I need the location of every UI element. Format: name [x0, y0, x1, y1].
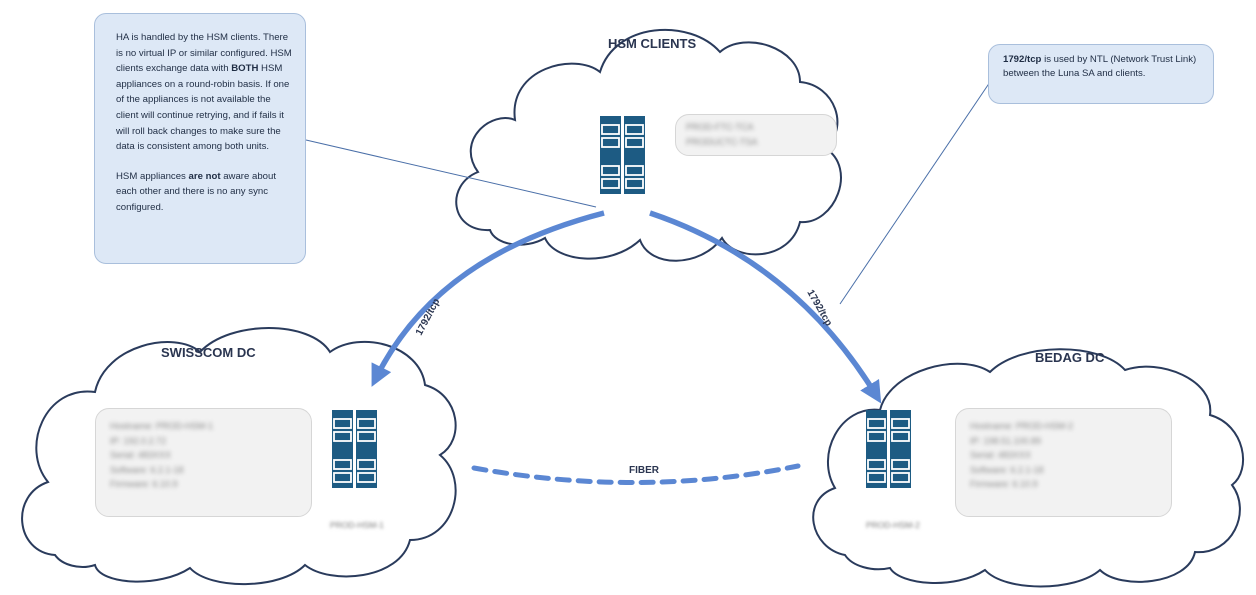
- swisscom-appliance-label: PROD-HSM-1: [330, 520, 384, 530]
- hsm-clients-info-box: PROD-FTC-TCA PRODUCTC-TSA: [675, 114, 837, 156]
- ha-note-callout-line: [305, 139, 597, 208]
- ntl-port-note: 1792/tcp is used by NTL (Network Trust L…: [988, 44, 1214, 104]
- hsm-clients-cloud: [455, 28, 842, 262]
- swisscom-info-line: Firmware: 6.10.9: [110, 479, 178, 489]
- bedag-info-line: IP: 198.51.100.89: [970, 435, 1042, 446]
- port-note-callout-line: [839, 81, 991, 305]
- swisscom-info-line: IP: 192.0.2.72: [110, 435, 167, 446]
- bedag-appliance-label: PROD-HSM-2: [866, 520, 920, 530]
- bedag-dc-title: BEDAG DC: [1035, 350, 1105, 365]
- bedag-info-line: Firmware: 6.10.9: [970, 479, 1038, 489]
- bedag-hsm-info-box: Hostname: PROD-HSM-2 IP: 198.51.100.89 S…: [955, 408, 1172, 517]
- fiber-link: [471, 463, 801, 486]
- swisscom-dc-title: SWISSCOM DC: [161, 345, 256, 360]
- swisscom-info-line: Serial: 483XXX: [110, 450, 172, 460]
- ha-explanation-note: HA is handled by the HSM clients. There …: [94, 13, 306, 264]
- bedag-info-line: Serial: 483XXX: [970, 450, 1032, 460]
- swisscom-info-line: Software: 6.2.1-18: [110, 464, 184, 475]
- hsm-clients-info-line: PRODUCTC-TSA: [686, 136, 758, 147]
- fiber-link-label: FIBER: [629, 465, 660, 476]
- bedag-info-line: Hostname: PROD-HSM-2: [970, 421, 1074, 431]
- swisscom-hsm-info-box: Hostname: PROD-HSM-1 IP: 192.0.2.72 Seri…: [95, 408, 312, 517]
- link-clients-to-bedag: [649, 210, 882, 404]
- bedag-info-line: Software: 6.2.1-18: [970, 464, 1044, 475]
- hsm-clients-info-line: PROD-FTC-TCA: [686, 122, 754, 132]
- link-clients-to-swisscom: [371, 210, 605, 387]
- ha-note-paragraph-1: HA is handled by the HSM clients. There …: [116, 32, 292, 153]
- swisscom-info-line: Hostname: PROD-HSM-1: [110, 421, 214, 431]
- hsm-clients-title: HSM CLIENTS: [608, 36, 697, 51]
- ha-note-paragraph-2: HSM appliances are not aware about each …: [116, 170, 276, 213]
